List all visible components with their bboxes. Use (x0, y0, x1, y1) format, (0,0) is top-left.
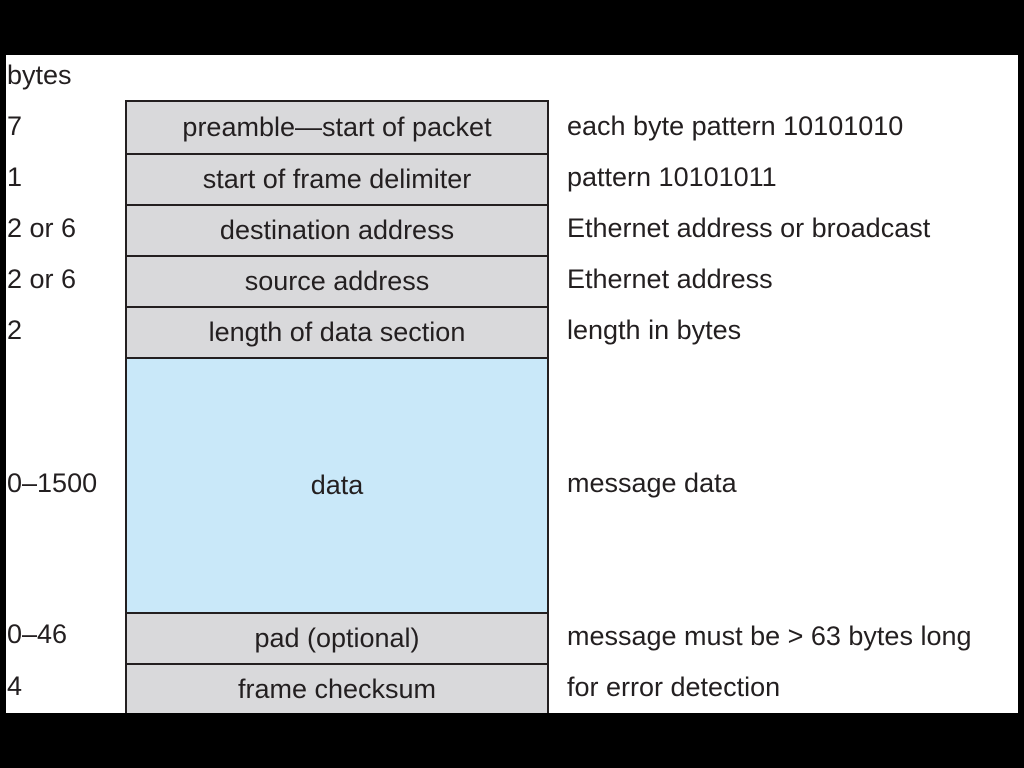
field-pad: pad (optional) (127, 612, 547, 663)
bytes-data: 0–1500 (7, 468, 98, 498)
bytes-destination-address: 2 or 6 (7, 213, 77, 243)
desc-destination-address: Ethernet address or broadcast (567, 213, 931, 243)
bytes-length: 2 (7, 315, 23, 345)
field-source-address: source address (127, 255, 547, 306)
bytes-frame-checksum: 4 (7, 671, 23, 701)
bytes-pad: 0–46 (7, 619, 68, 649)
bytes-column-header: bytes (7, 60, 72, 90)
desc-frame-checksum: for error detection (567, 672, 781, 702)
field-length: length of data section (127, 306, 547, 357)
ethernet-frame: preamble—start of packet start of frame … (125, 100, 549, 713)
field-preamble: preamble—start of packet (127, 102, 547, 153)
diagram-panel: bytes preamble—start of packet start of … (6, 55, 1018, 713)
field-frame-checksum: frame checksum (127, 663, 547, 713)
field-destination-address: destination address (127, 204, 547, 255)
desc-pad: message must be > 63 bytes long (567, 621, 972, 651)
field-start-of-frame-delimiter: start of frame delimiter (127, 153, 547, 204)
field-data: data (127, 357, 547, 612)
desc-start-of-frame-delimiter: pattern 10101011 (567, 162, 777, 192)
desc-length: length in bytes (567, 315, 742, 345)
bytes-source-address: 2 or 6 (7, 264, 77, 294)
bytes-start-of-frame-delimiter: 1 (7, 162, 23, 192)
desc-preamble: each byte pattern 10101010 (567, 111, 904, 141)
desc-data: message data (567, 468, 737, 498)
bytes-preamble: 7 (7, 111, 23, 141)
desc-source-address: Ethernet address (567, 264, 773, 294)
